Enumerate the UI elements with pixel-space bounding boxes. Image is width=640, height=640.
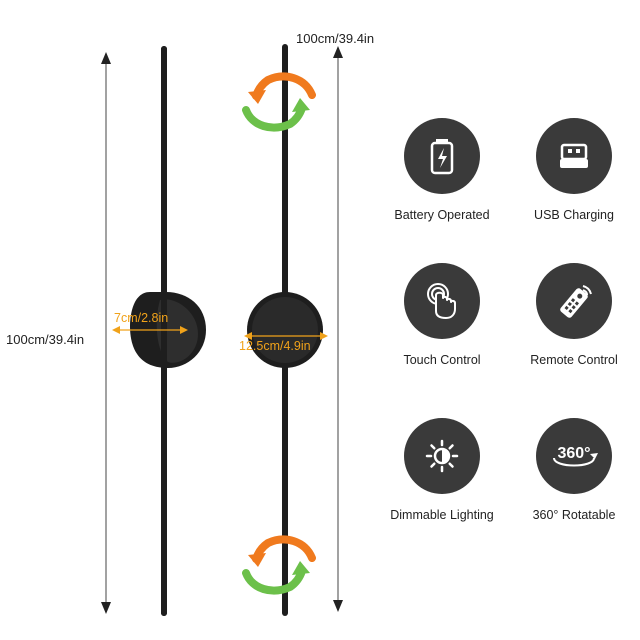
total-length-label: 100cm/39.4in (296, 31, 375, 46)
touch-icon (427, 283, 456, 319)
lamp-front-view (247, 44, 323, 616)
feature-battery-operated: Battery Operated (372, 118, 512, 222)
feature-label: Dimmable Lighting (390, 508, 494, 522)
feature-label: Battery Operated (394, 208, 490, 222)
svg-text:360°: 360° (557, 445, 590, 462)
feature-360-rotatable: 360° 360° Rotatable (504, 418, 640, 522)
height-label: 100cm/39.4in (6, 332, 85, 347)
rotate-arrows-bottom (242, 535, 316, 595)
feature-label: Remote Control (530, 353, 618, 367)
base-diameter-dimension (244, 332, 328, 340)
feature-label: Touch Control (403, 353, 481, 367)
remote-icon (560, 285, 592, 318)
base-diameter-label: 12.5cm/4.9in (239, 339, 311, 353)
feature-label: 360° Rotatable (532, 508, 616, 522)
base-depth-dimension (112, 326, 188, 334)
feature-usb-charging: USB Charging (504, 118, 640, 222)
rotate-arrows-top (242, 72, 316, 132)
base-depth-label: 7cm/2.8in (114, 311, 169, 325)
feature-dimmable-lighting: Dimmable Lighting (372, 418, 512, 522)
feature-label: USB Charging (534, 208, 614, 222)
battery-icon (430, 139, 454, 175)
lamp-side-view (130, 46, 206, 616)
rotate-360-icon: 360° (553, 445, 598, 467)
feature-remote-control: Remote Control (504, 263, 640, 367)
feature-touch-control: Touch Control (372, 263, 512, 367)
sun-icon (425, 439, 459, 473)
usb-icon (560, 143, 588, 168)
